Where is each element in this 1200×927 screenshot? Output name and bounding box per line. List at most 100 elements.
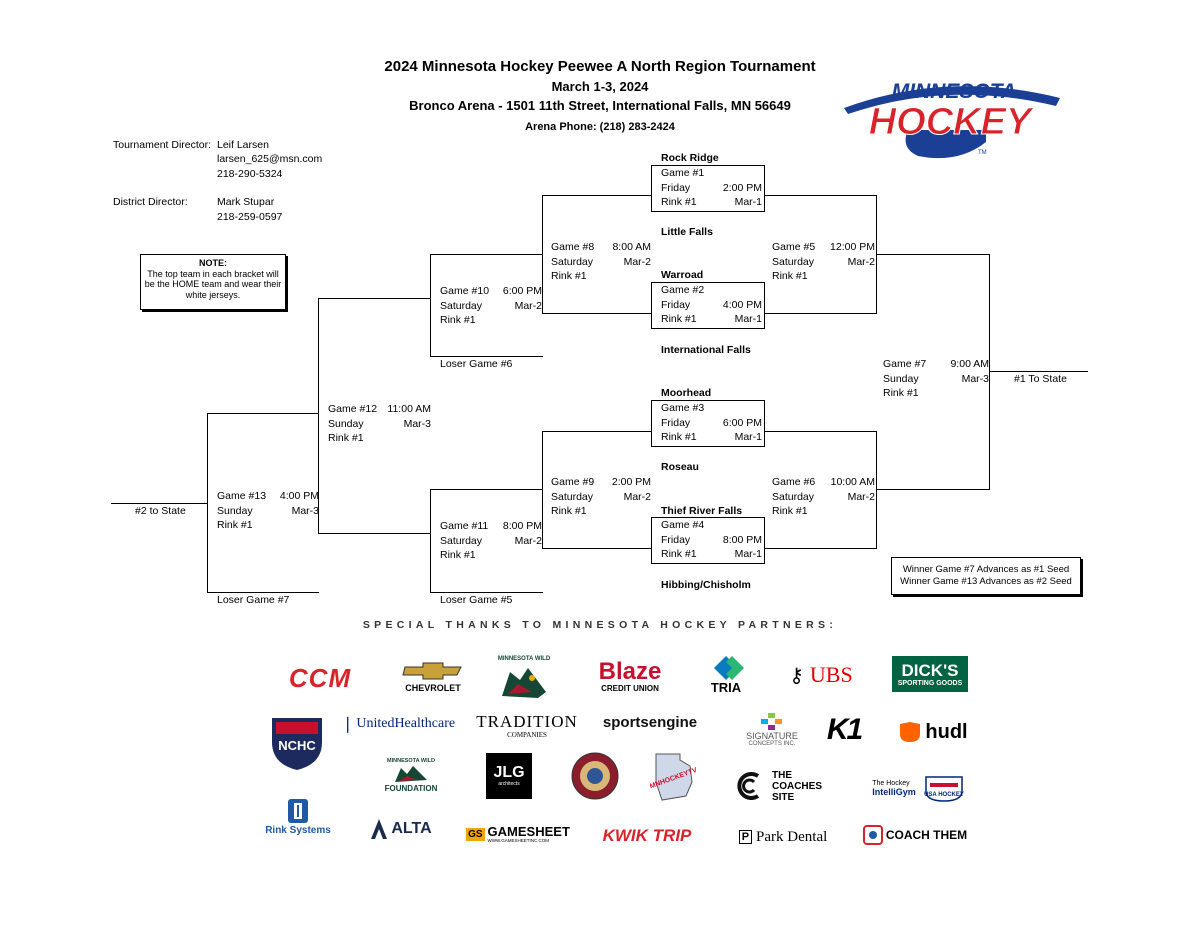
game-9-label: Game #9 xyxy=(551,476,595,488)
game-1-time: 2:00 PM xyxy=(722,181,762,194)
nchc-logo: NCHC xyxy=(268,712,326,772)
g7-top-line xyxy=(876,254,990,256)
game-12-rink: Rink #1 xyxy=(328,432,364,444)
game-8-date: Mar-2 xyxy=(623,255,651,268)
game-7-rink: Rink #1 xyxy=(883,387,919,399)
game-12-day: Sunday xyxy=(328,417,364,430)
dicks-sporting-goods-logo: DICK'S SPORTING GOODS xyxy=(892,656,968,692)
loser-game-7-label: Loser Game #7 xyxy=(217,594,290,606)
team-international-falls: International Falls xyxy=(661,344,751,356)
minnesota-hockey-logo: MINNESOTA HOCKEY TM xyxy=(838,72,1070,164)
svg-text:NCHC: NCHC xyxy=(278,738,316,753)
tria-diamond-icon xyxy=(714,655,744,680)
game-7-time: 9:00 AM xyxy=(950,358,989,370)
game-13-time: 4:00 PM xyxy=(279,490,319,502)
team-warroad: Warroad xyxy=(661,269,704,281)
game-10-date: Mar-2 xyxy=(514,299,542,312)
game-2-time: 4:00 PM xyxy=(722,298,762,311)
chevrolet-logo: CHEVROLET xyxy=(394,656,472,698)
hudl-icon xyxy=(900,722,921,742)
note-heading: NOTE: xyxy=(199,258,227,268)
loser-game-6-label: Loser Game #6 xyxy=(440,358,513,370)
logo-line1: MINNESOTA xyxy=(892,80,1016,103)
coach-them-logo: COACH THEM xyxy=(862,822,968,848)
game-5-label: Game #5 xyxy=(772,241,816,253)
tria-logo: TRIA xyxy=(700,652,752,698)
kwik-trip-logo: KWIK TRIP xyxy=(602,826,692,845)
game-1-box xyxy=(651,165,765,212)
tournament-director-name: Leif Larsen xyxy=(217,139,269,151)
game-3-date: Mar-1 xyxy=(734,431,762,443)
game-9-rink: Rink #1 xyxy=(551,505,587,517)
game-8-day: Saturday xyxy=(551,255,594,268)
game-2-box xyxy=(651,282,765,329)
game-13-date: Mar-3 xyxy=(291,504,319,517)
game-9-time: 2:00 PM xyxy=(611,476,651,488)
g9-top-line xyxy=(542,431,651,433)
game-1-date: Mar-1 xyxy=(734,196,762,208)
game-2-date: Mar-1 xyxy=(734,313,762,325)
g8-bottom-line xyxy=(542,313,651,315)
alta-icon xyxy=(371,819,388,839)
game-10-label: Game #10 xyxy=(440,285,490,297)
sportsengine-logo: sportsengine xyxy=(602,713,698,731)
bowtie-icon xyxy=(402,662,462,680)
game-12-time: 11:00 AM xyxy=(387,403,431,415)
g13-bottom-line xyxy=(207,592,319,594)
arena-phone: Arena Phone: (218) 283-2424 xyxy=(525,121,675,133)
g11-top-line xyxy=(430,489,543,491)
note-box: NOTE: The top team in each bracket will … xyxy=(140,254,286,310)
game-2-label: Game #2 xyxy=(661,284,705,296)
game-4-box xyxy=(651,517,765,564)
g6-top-line xyxy=(765,431,877,433)
game-5-date: Mar-2 xyxy=(847,255,875,268)
game-6-date: Mar-2 xyxy=(847,490,875,503)
game-13-day: Sunday xyxy=(217,504,253,517)
team-thief-river-falls: Thief River Falls xyxy=(661,505,743,517)
g10-vertical xyxy=(430,254,432,357)
team-moorhead: Moorhead xyxy=(661,387,712,399)
team-rock-ridge: Rock Ridge xyxy=(661,152,719,164)
logo-line2: HOCKEY xyxy=(869,101,1035,143)
game-3-time: 6:00 PM xyxy=(722,416,762,429)
g13-output-line xyxy=(111,503,208,505)
game-11-label: Game #11 xyxy=(440,520,489,532)
advance-line-2: Winner Game #13 Advances as #2 Seed xyxy=(900,575,1072,587)
game-11-time: 8:00 PM xyxy=(502,520,542,532)
game-3-label: Game #3 xyxy=(661,402,705,414)
g6-bottom-line xyxy=(765,548,877,550)
second-to-state-label: #2 to State xyxy=(135,505,186,517)
district-director-name: Mark Stupar xyxy=(217,196,275,208)
g9-bottom-line xyxy=(542,548,651,550)
game-7-date: Mar-3 xyxy=(961,372,989,385)
district-director-label: District Director: xyxy=(113,196,188,208)
game-1-label: Game #1 xyxy=(661,167,705,179)
game-12-date: Mar-3 xyxy=(403,417,431,430)
tournament-director-email[interactable]: larsen_625@msn.com xyxy=(217,153,323,165)
rink-systems-icon xyxy=(288,798,308,823)
g11-vertical xyxy=(430,489,432,593)
game-8-label: Game #8 xyxy=(551,241,595,253)
game-7-label: Game #7 xyxy=(883,358,927,370)
advance-box: Winner Game #7 Advances as #1 Seed Winne… xyxy=(891,557,1081,595)
tournament-director-label: Tournament Director: xyxy=(113,139,212,151)
game-10-rink: Rink #1 xyxy=(440,314,476,326)
game-4-label: Game #4 xyxy=(661,519,705,531)
tournament-dates: March 1-3, 2024 xyxy=(551,79,649,94)
g5-bottom-line xyxy=(765,313,877,315)
unitedhealthcare-logo: ❘ UnitedHealthcare xyxy=(340,716,456,733)
g5-top-line xyxy=(765,195,877,197)
advance-line-1: Winner Game #7 Advances as #1 Seed xyxy=(902,564,1070,575)
venue-address: Bronco Arena - 1501 11th Street, Interna… xyxy=(409,98,791,113)
minnesota-wild-foundation-logo: MINNESOTA WILD FOUNDATION xyxy=(384,757,438,793)
game-11-date: Mar-2 xyxy=(514,534,542,547)
team-roseau: Roseau xyxy=(661,461,699,473)
blaze-credit-union-logo: Blaze CREDIT UNION xyxy=(598,657,662,693)
g7-bottom-line xyxy=(876,489,990,491)
